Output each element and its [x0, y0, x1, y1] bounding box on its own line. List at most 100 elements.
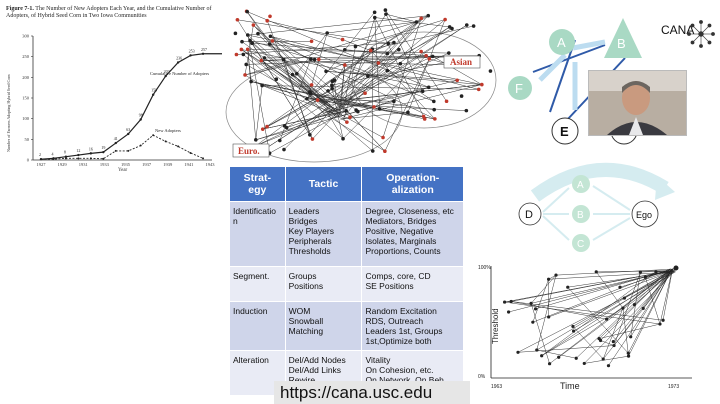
network-edge	[385, 14, 423, 92]
threshold-line	[541, 271, 672, 356]
network-node	[450, 26, 454, 31]
url-banner[interactable]: https://cana.usc.edu	[274, 381, 470, 404]
network-node	[294, 71, 299, 76]
network-node	[259, 58, 264, 63]
cumulative-label: Cumulative Number of Adopters	[150, 71, 209, 76]
network-node	[381, 135, 385, 140]
operationalization-item: RDS, Outreach	[365, 316, 424, 326]
cumulative-point-label: 19	[101, 145, 105, 150]
cycle-node-ego-label: Ego	[636, 210, 652, 220]
network-node	[305, 96, 309, 101]
tactic-item: WOM	[288, 306, 311, 316]
network-edge	[262, 85, 479, 90]
network-node	[245, 9, 250, 14]
threshold-point	[643, 275, 647, 279]
network-node	[383, 8, 388, 12]
threshold-point	[529, 301, 533, 305]
threshold-line	[576, 268, 671, 359]
threshold-point	[641, 306, 645, 310]
threshold-line	[511, 301, 607, 320]
network-node	[471, 24, 476, 28]
cycle-node-ego: Ego	[631, 200, 659, 228]
node-a-label: A	[557, 35, 566, 50]
node-b-label: B	[617, 36, 626, 51]
threshold-point	[540, 354, 544, 358]
network-edge	[247, 15, 429, 36]
network-edge	[310, 12, 375, 94]
threshold-line	[541, 271, 657, 356]
threshold-line	[619, 271, 671, 288]
network-edge	[283, 107, 328, 150]
network-edge	[241, 49, 338, 115]
network-node	[366, 74, 370, 78]
network-node	[233, 31, 238, 36]
threshold-point	[546, 277, 551, 281]
threshold-line	[596, 270, 676, 273]
network-node	[480, 82, 484, 87]
new-adopters-line	[41, 134, 204, 160]
network-edge	[247, 34, 270, 154]
figure-caption: Figure 7-1. The Number of New Adopters E…	[6, 6, 221, 20]
threshold-point	[571, 329, 576, 333]
adoption-chart-xlabel: Year	[118, 168, 128, 173]
network-node	[262, 56, 267, 60]
x-tick-label: 1933	[100, 162, 110, 167]
cycle-node-a: A	[572, 175, 590, 193]
network-edge	[330, 100, 435, 120]
header-operationalization: Operation-alization	[361, 166, 464, 202]
network-node	[277, 138, 282, 143]
threshold-line	[572, 270, 671, 327]
network-node	[340, 37, 345, 42]
tactic-item: Thresholds	[288, 246, 331, 256]
network-node	[270, 39, 275, 43]
network-node	[239, 47, 244, 52]
network-node	[245, 33, 250, 37]
x-tick-label: 1931	[79, 162, 88, 167]
network-node	[430, 54, 435, 59]
network-node	[234, 52, 239, 57]
network-edge	[296, 32, 328, 74]
threshold-point	[673, 265, 679, 271]
network-node	[433, 117, 437, 121]
network-edge	[384, 58, 430, 152]
network-edge	[344, 49, 427, 56]
cycle-node-b: B	[572, 205, 590, 223]
threshold-point	[547, 362, 552, 366]
threshold-y-top: 100%	[478, 265, 491, 271]
network-node	[251, 23, 256, 27]
euro-label: Euro.	[238, 146, 260, 156]
cumulative-point-label: 203	[164, 69, 170, 74]
network-edge	[337, 24, 467, 112]
network-node	[376, 61, 381, 65]
cumulative-point	[189, 54, 192, 57]
network-node	[342, 63, 347, 67]
y-tick-label: 300	[22, 34, 30, 39]
network-node	[330, 86, 334, 91]
operationalization-item: Random Excitation	[365, 306, 437, 316]
figure-caption-label: Figure 7-1.	[6, 6, 34, 12]
network-node	[290, 72, 295, 77]
network-edge	[324, 109, 373, 152]
network-edge	[385, 9, 447, 102]
network-node	[344, 109, 348, 113]
threshold-point	[547, 315, 551, 319]
cycle-node-c: C	[572, 234, 590, 252]
operationalization-item: Isolates, Marginals	[365, 236, 437, 246]
network-edge	[272, 40, 435, 120]
cumulative-point	[114, 141, 117, 145]
threshold-point	[601, 357, 605, 361]
node-f: F	[508, 76, 532, 100]
x-tick-label: 1929	[58, 162, 68, 167]
y-tick-label: 50	[25, 137, 30, 142]
network-edge	[264, 57, 344, 108]
network-node	[427, 57, 432, 61]
network-node	[422, 117, 427, 121]
network-edge	[324, 24, 467, 116]
threshold-y-bottom: 0%	[478, 374, 486, 380]
network-node	[240, 39, 244, 44]
network-edge	[340, 112, 408, 120]
threshold-line	[511, 269, 674, 302]
